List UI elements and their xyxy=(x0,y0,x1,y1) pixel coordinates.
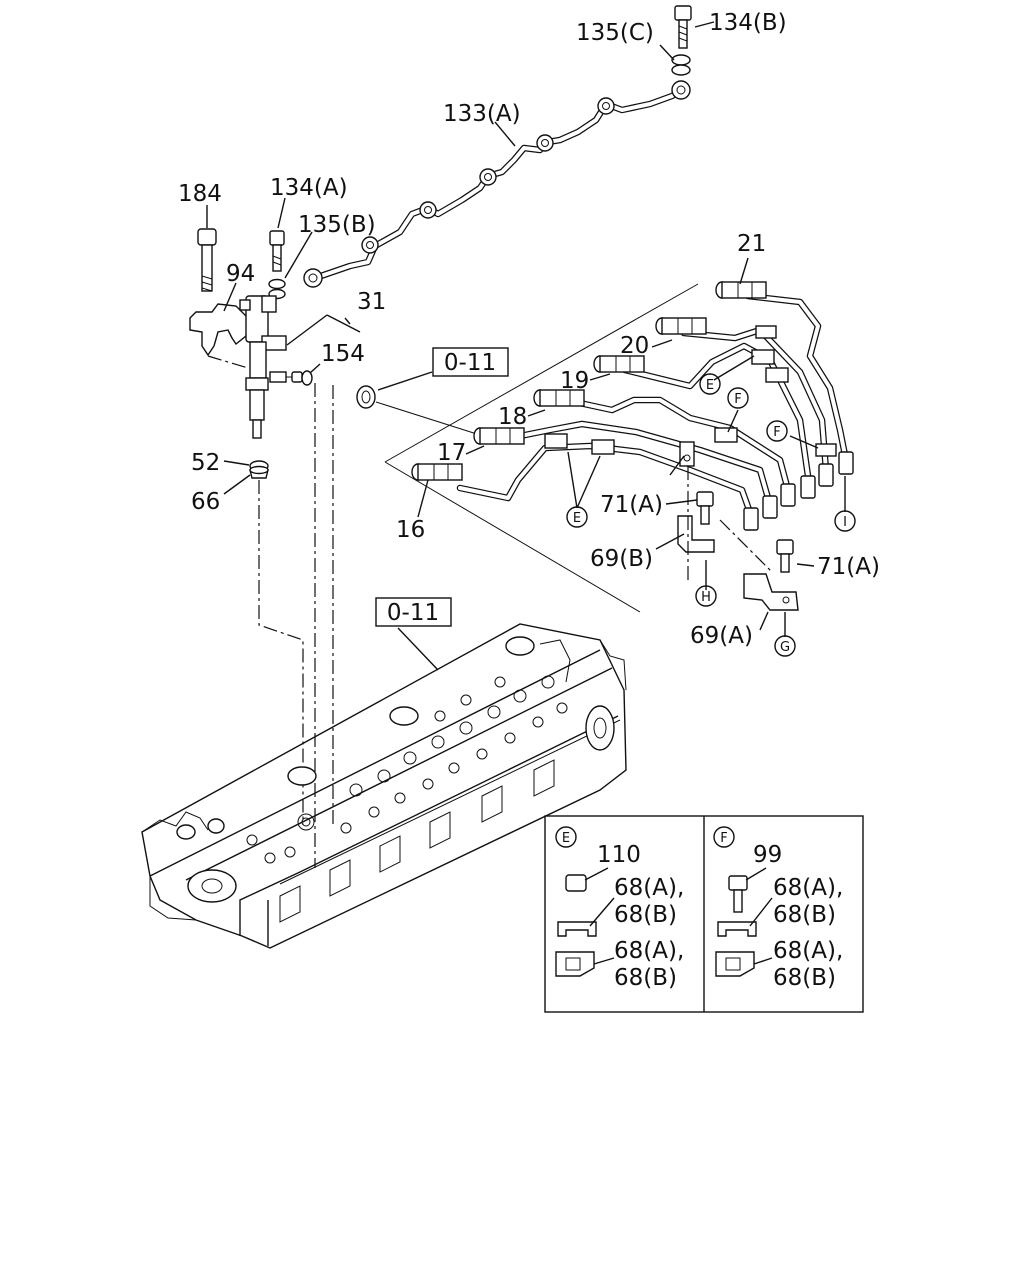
marker-f-1: F xyxy=(734,392,741,407)
callout-71a-upper[interactable]: 71(A) xyxy=(600,492,663,518)
injection-pipes xyxy=(411,281,854,531)
bolt-134b xyxy=(671,5,692,76)
detail-right-label-2a[interactable]: 68(A), xyxy=(773,938,843,964)
detail-left-label-2b[interactable]: 68(B) xyxy=(614,965,677,991)
detail-left-label-1b[interactable]: 68(B) xyxy=(614,902,677,928)
callout-184[interactable]: 184 xyxy=(178,181,222,207)
return-pipe-133a xyxy=(303,80,691,288)
detail-marker-f: F xyxy=(720,831,727,846)
callout-134b[interactable]: 134(B) xyxy=(709,10,787,36)
marker-f-2: F xyxy=(773,425,780,440)
bolt-71a-upper xyxy=(696,491,714,525)
marker-e-2: E xyxy=(573,511,581,526)
callout-69a[interactable]: 69(A) xyxy=(690,623,753,649)
marker-g: G xyxy=(780,640,790,655)
bolt-71a-lower xyxy=(776,539,794,573)
detail-part-99[interactable]: 99 xyxy=(753,842,782,868)
detail-part-110[interactable]: 110 xyxy=(597,842,641,868)
callout-17[interactable]: 17 xyxy=(437,440,466,466)
callout-21[interactable]: 21 xyxy=(737,231,766,257)
circled-markers xyxy=(566,373,856,657)
callout-154[interactable]: 154 xyxy=(321,341,365,367)
ref-label-upper[interactable]: 0-11 xyxy=(444,350,496,376)
callout-31[interactable]: 31 xyxy=(357,289,386,315)
cylinder-head xyxy=(141,623,627,949)
ref-label-lower[interactable]: 0-11 xyxy=(387,600,439,626)
detail-right-label-1a[interactable]: 68(A), xyxy=(773,875,843,901)
detail-marker-e: E xyxy=(562,831,570,846)
callout-66[interactable]: 66 xyxy=(191,489,220,515)
detail-right-label-1b[interactable]: 68(B) xyxy=(773,902,836,928)
callout-133a[interactable]: 133(A) xyxy=(443,101,521,127)
injector-assembly xyxy=(189,228,313,479)
callout-94[interactable]: 94 xyxy=(226,261,255,287)
callout-71a-lower[interactable]: 71(A) xyxy=(817,554,880,580)
callout-18[interactable]: 18 xyxy=(498,404,527,430)
callout-135b[interactable]: 135(B) xyxy=(298,212,376,238)
callout-69b[interactable]: 69(B) xyxy=(590,546,653,572)
ref-box-upper[interactable] xyxy=(432,347,509,377)
ref-box-lower[interactable] xyxy=(375,597,452,627)
callout-135c[interactable]: 135(C) xyxy=(576,20,654,46)
detail-left-label-2a[interactable]: 68(A), xyxy=(614,938,684,964)
marker-i: I xyxy=(843,515,847,530)
detail-left-label-1a[interactable]: 68(A), xyxy=(614,875,684,901)
marker-h: H xyxy=(701,590,711,605)
callout-134a[interactable]: 134(A) xyxy=(270,175,348,201)
callout-20[interactable]: 20 xyxy=(620,333,649,359)
callout-19[interactable]: 19 xyxy=(560,368,589,394)
detail-box xyxy=(544,815,864,1013)
callout-16[interactable]: 16 xyxy=(396,517,425,543)
marker-e-1: E xyxy=(706,378,714,393)
callout-52[interactable]: 52 xyxy=(191,450,220,476)
detail-right-label-2b[interactable]: 68(B) xyxy=(773,965,836,991)
